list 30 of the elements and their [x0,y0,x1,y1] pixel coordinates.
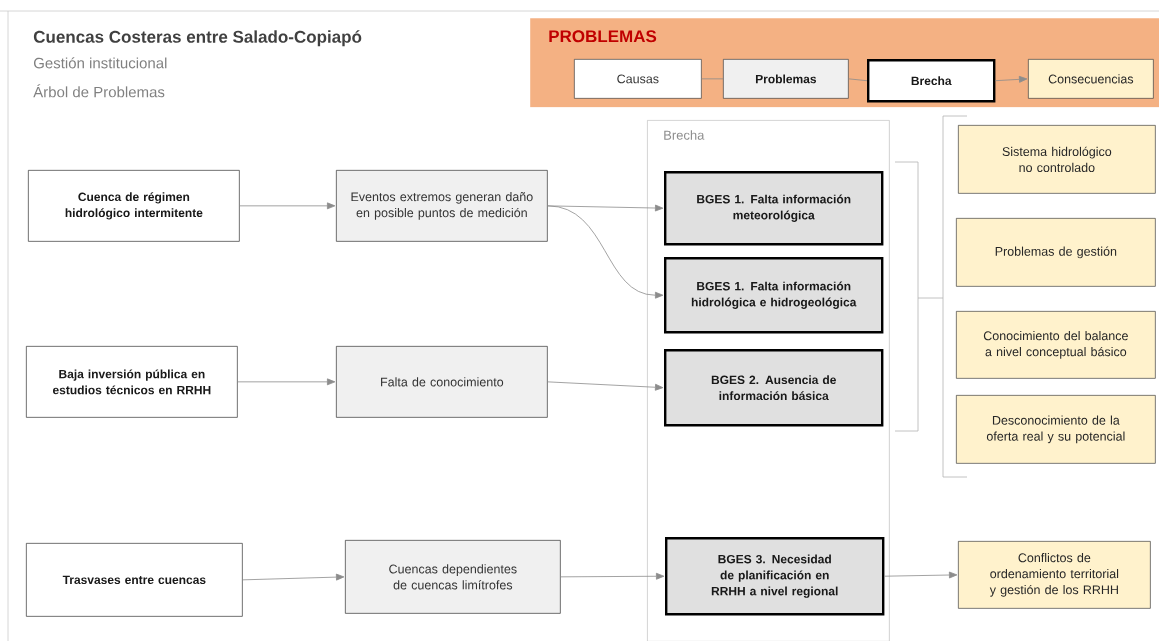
step-box: Causas [574,59,702,99]
consequence-box: Conocimiento del balance a nivel conceptual básico [956,311,1156,379]
arrow [547,205,664,299]
problem-box: Falta de conocimiento [336,346,548,418]
consequence-box: Desconocimiento de la oferta real y su potencial [956,395,1156,464]
gap-box: BGES 3. Necesidad de planificación en RRHH a nivel regional [665,537,885,616]
subtitle: Árbol de Problemas [33,84,165,98]
consequence-box: Consecuencias [1028,59,1154,99]
consequence-box: Conflictos de ordenamiento territorial y gestión de los RRHH [958,541,1151,609]
problem-box: Eventos extremos generan daño en posible puntos de medición [336,170,548,242]
cause-box: Trasvases entre cuencas [26,543,243,617]
gap-box: BGES 1. Falta información hidrológica e hidrogeológica [664,257,884,334]
arrow [239,202,336,210]
arrow [560,572,665,580]
gap-box: BGES 2. Ausencia de información básica [664,349,884,427]
subtitle: Gestión institucional [33,57,167,69]
arrow [242,573,345,581]
step-box: Problemas [723,59,849,99]
step-box: Brecha [867,59,996,103]
cause-box: Cuenca de régimen hidrológico intermitente [28,170,240,242]
consequence-box: Sistema hidrológico no controlado [958,125,1156,194]
problem-box: Cuencas dependientes de cuencas limítrofes [345,540,561,614]
arrow [995,75,1028,83]
consequence-box: Problemas de gestión [956,218,1156,287]
arrow [237,378,336,386]
cause-box: Baja inversión pública en estudios técnicos en RRHH [26,346,238,418]
title: Cuencas Costeras entre Salado-Copiapó [33,30,362,47]
gap-box: BGES 1. Falta información meteorológica [664,171,884,246]
arrow [884,571,958,579]
arrow [547,381,664,391]
